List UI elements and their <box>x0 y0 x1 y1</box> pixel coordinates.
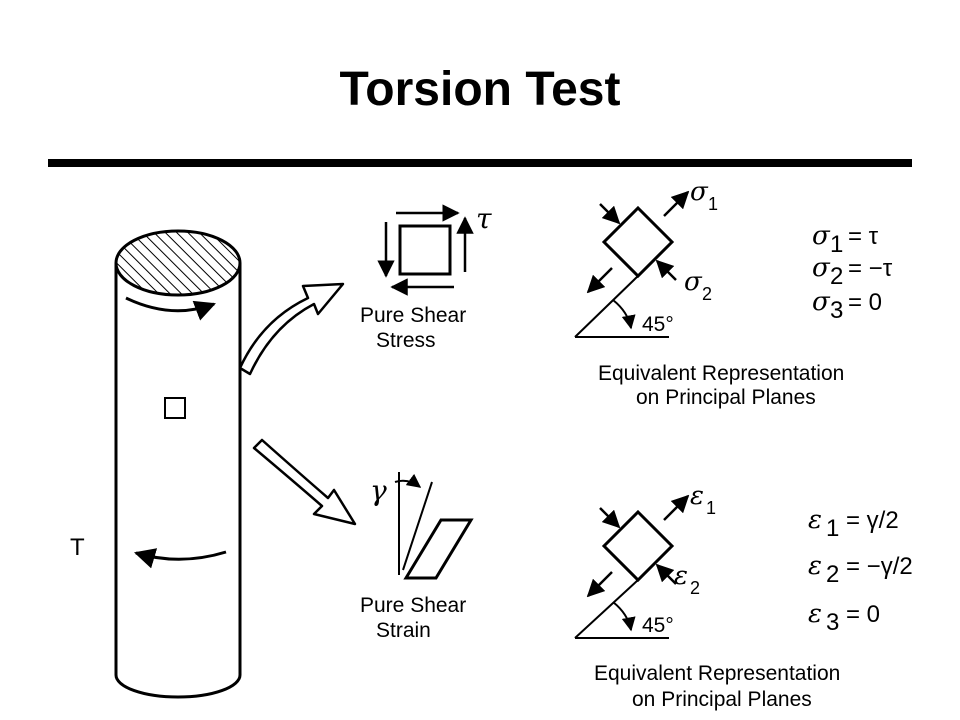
eq3-strain-subscript: 3 <box>826 609 839 636</box>
eq3-strain-rhs: = 0 <box>846 601 880 628</box>
eq3-strain-symbol: ε <box>808 599 822 629</box>
epsilon1-subscript: 1 <box>706 498 716 518</box>
arrow-to-stress <box>238 282 345 376</box>
title-rule <box>48 159 912 167</box>
shear-strain-caption-1: Pure Shear <box>360 594 466 617</box>
sigma2-label: σ <box>684 267 703 297</box>
strain-caption-1: Equivalent Representation <box>594 662 840 685</box>
stress-caption-1: Equivalent Representation <box>598 362 844 385</box>
eq3-stress-rhs: = 0 <box>848 289 882 316</box>
eq1-stress-symbol: σ <box>812 221 831 251</box>
eq2-stress-subscript: 2 <box>830 263 843 290</box>
epsilon2-label: ε <box>674 561 688 591</box>
pure-shear-strain-element <box>394 472 474 580</box>
eq1-strain-symbol: ε <box>808 505 822 535</box>
torsion-arrow-top <box>125 296 216 321</box>
stress-caption-2: on Principal Planes <box>636 386 816 409</box>
sigma2-subscript: 2 <box>702 284 712 304</box>
eq2-strain-rhs: = −γ/2 <box>846 553 913 580</box>
pure-shear-stress-element <box>377 204 474 296</box>
arrow-to-strain <box>252 438 357 526</box>
sigma1-label: σ <box>690 177 709 207</box>
cylinder-specimen <box>114 229 242 699</box>
angle-label-stress: 45° <box>642 313 674 336</box>
eq2-stress-rhs: = −τ <box>848 255 893 282</box>
eq1-strain-rhs: = γ/2 <box>846 507 899 534</box>
shear-strain-caption-2: Strain <box>376 619 431 642</box>
eq2-strain-symbol: ε <box>808 551 822 581</box>
eq2-strain-subscript: 2 <box>826 561 839 588</box>
torsion-arrow-bottom <box>133 548 227 569</box>
principal-strain-element <box>574 494 690 639</box>
cross-section-hatch <box>114 229 242 297</box>
gamma-symbol: γ <box>370 474 387 507</box>
torque-label: T <box>70 534 85 561</box>
epsilon2-subscript: 2 <box>690 578 700 598</box>
shear-stress-caption-1: Pure Shear <box>360 304 466 327</box>
surface-element <box>164 397 186 419</box>
eq1-stress-subscript: 1 <box>830 231 843 258</box>
strain-caption-2: on Principal Planes <box>632 688 812 711</box>
shear-stress-caption-2: Stress <box>376 329 436 352</box>
eq1-strain-subscript: 1 <box>826 515 839 542</box>
sigma1-subscript: 1 <box>708 194 718 214</box>
eq2-stress-symbol: σ <box>812 253 831 283</box>
epsilon1-label: ε <box>690 481 704 511</box>
angle-label-strain: 45° <box>642 614 674 637</box>
tau-symbol: τ <box>476 202 492 235</box>
eq3-stress-symbol: σ <box>812 287 831 317</box>
eq3-stress-subscript: 3 <box>830 297 843 324</box>
principal-stress-element <box>574 190 690 338</box>
eq1-stress-rhs: = τ <box>848 223 879 250</box>
page-title: Torsion Test <box>339 63 621 116</box>
